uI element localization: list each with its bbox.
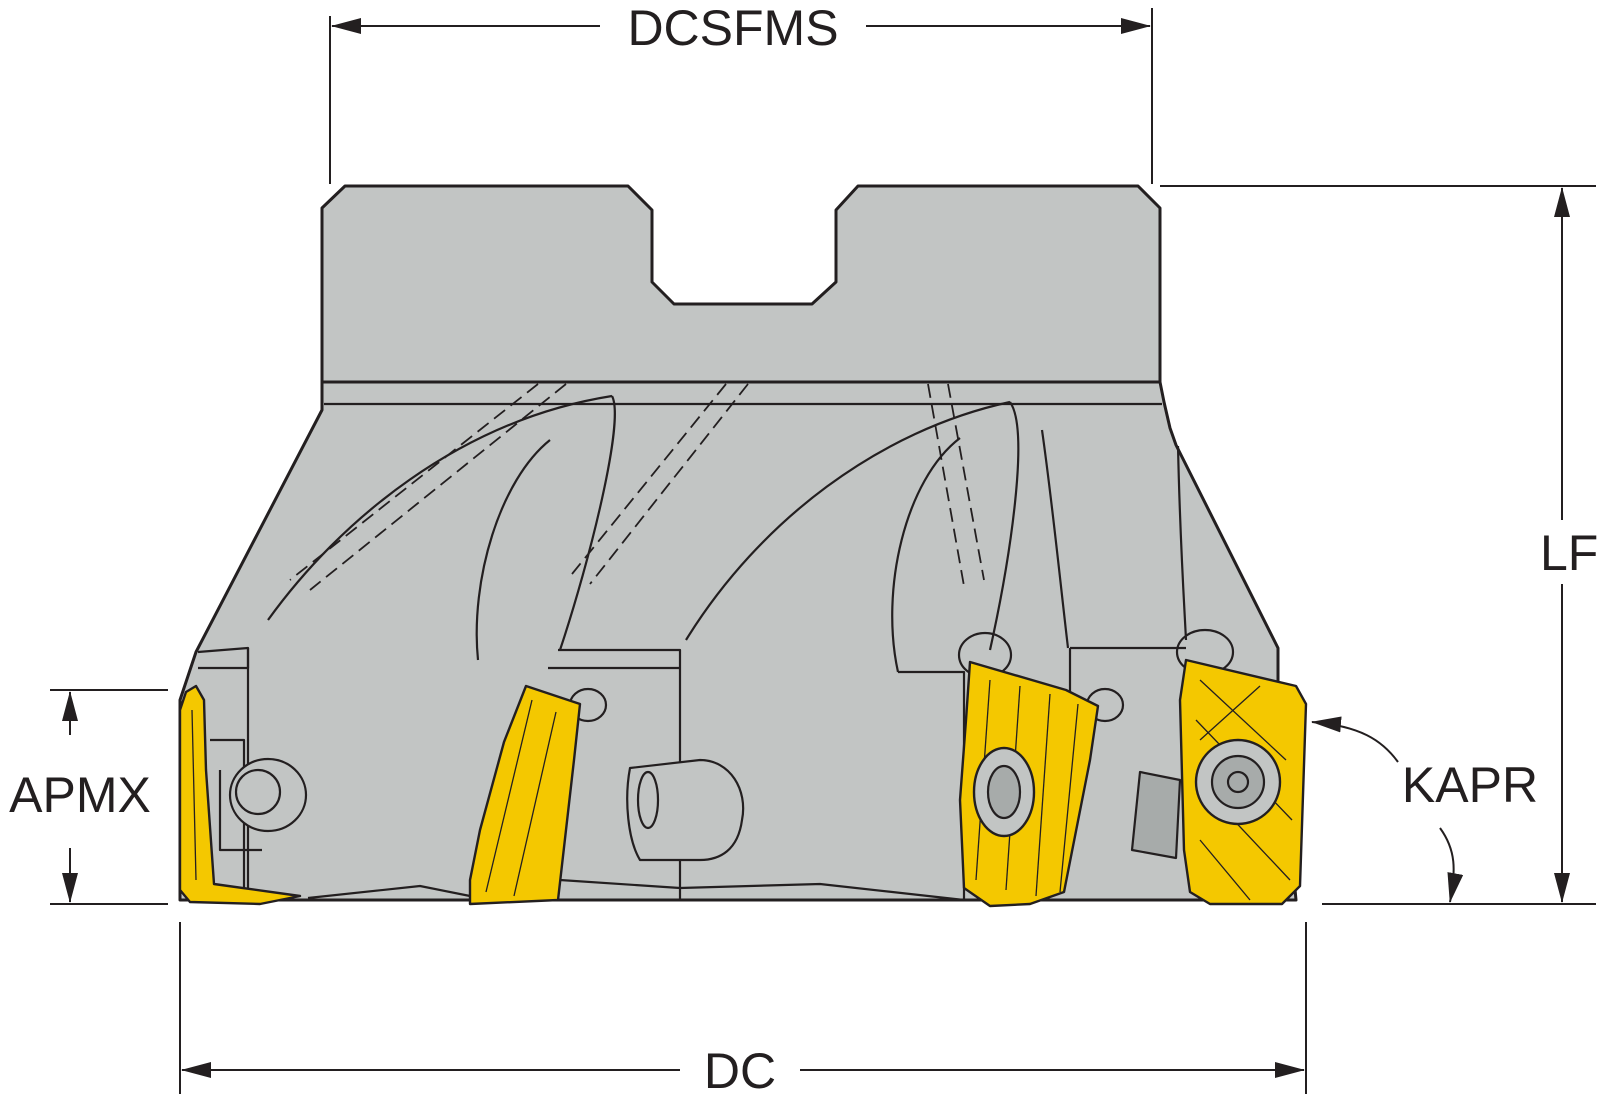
shank [320, 184, 1162, 384]
cutting-inserts [178, 658, 1308, 908]
dim-apmx: APMX [9, 689, 168, 905]
dim-lf: LF [1160, 185, 1598, 905]
insert-second [468, 684, 582, 906]
clamp-wedge-right [1130, 770, 1182, 860]
label-lf: LF [1540, 525, 1598, 581]
label-apmx: APMX [9, 767, 151, 823]
dimensions: DCSFMS LF APMX KAPR [9, 0, 1598, 1094]
label-dcsfms: DCSFMS [627, 0, 838, 56]
label-kapr: KAPR [1402, 757, 1538, 813]
dim-kapr: KAPR [1311, 716, 1538, 903]
cutter-body [178, 184, 1298, 902]
clamp-screw-left [228, 757, 308, 833]
dim-dcsfms: DCSFMS [329, 0, 1153, 184]
label-dc: DC [704, 1043, 776, 1094]
dim-dc: DC [179, 922, 1307, 1094]
insert-left [178, 684, 302, 906]
